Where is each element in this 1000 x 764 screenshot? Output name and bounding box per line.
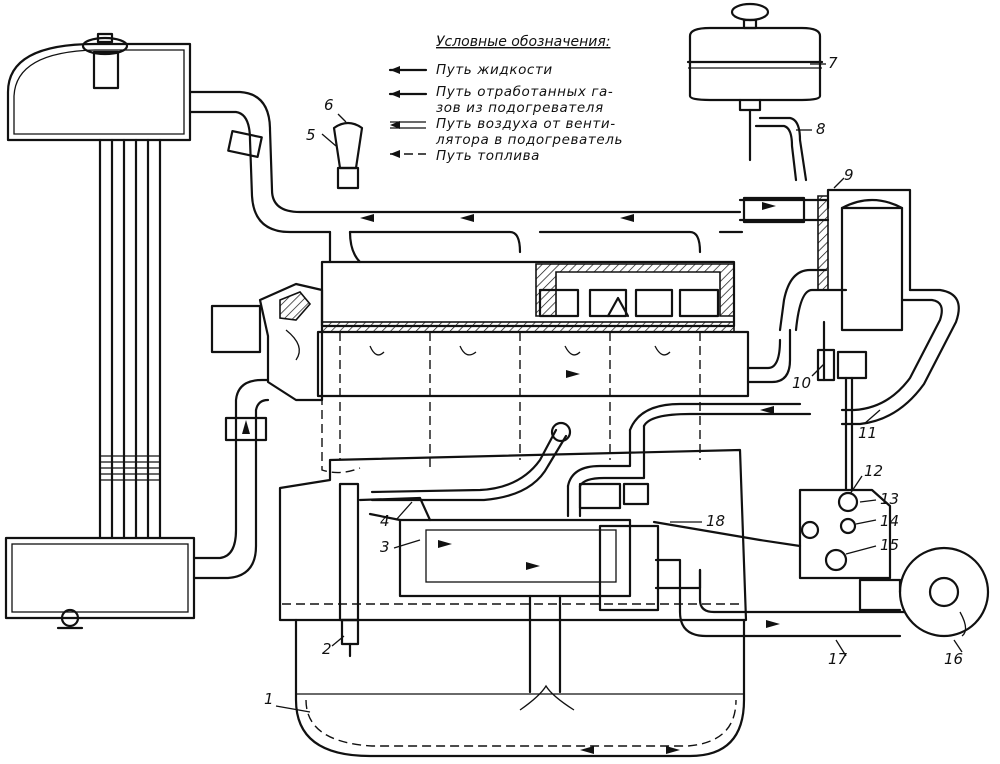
callout-4: 4 (380, 512, 390, 530)
legend-air: Путь воздуха от венти- лятора в подогрев… (390, 116, 623, 148)
legend-label-exhaust-1: Путь отработанных га- (436, 84, 613, 100)
legend-liquid: Путь жидкости (388, 62, 553, 78)
legend-exhaust: Путь отработанных га- зов из подогревате… (388, 84, 613, 116)
legend-title: Условные обозначения: (436, 34, 610, 50)
drain-valve-column (338, 482, 360, 658)
bleed-cock (332, 121, 364, 190)
legend-fuel: Путь топлива (390, 148, 540, 164)
radiator (4, 32, 196, 630)
callout-18: 18 (706, 512, 725, 530)
legend-label-air-1: Путь воздуха от венти- (436, 116, 616, 132)
fuel-lines (746, 320, 868, 492)
legend: Условные обозначения: Путь жидкости Путь… (388, 34, 623, 164)
upper-hose (188, 90, 744, 264)
callout-3: 3 (380, 538, 390, 556)
valves (538, 288, 720, 318)
callout-16: 16 (944, 650, 963, 668)
callout-5: 5 (306, 126, 316, 144)
heater-cylinder (738, 188, 960, 426)
water-pump (210, 282, 324, 402)
callout-9: 9 (844, 166, 854, 184)
legend-label-liquid: Путь жидкости (436, 62, 553, 78)
radiator-cap (81, 32, 129, 90)
air-duct (654, 558, 906, 638)
callout-12: 12 (864, 462, 883, 480)
callout-6: 6 (324, 96, 334, 114)
cylinder-dashes (321, 332, 701, 474)
blower-fan (858, 546, 990, 638)
callout-7: 7 (828, 54, 838, 72)
callout-14: 14 (880, 512, 899, 530)
legend-label-fuel: Путь топлива (436, 148, 540, 164)
callout-2: 2 (322, 640, 332, 658)
legend-label-air-2: лятора в подогреватель (435, 132, 623, 148)
callout-8: 8 (816, 120, 826, 138)
radiator-drain-cock (56, 608, 84, 630)
oil-sump (294, 618, 746, 758)
crankcase (278, 448, 748, 622)
callout-10: 10 (792, 374, 811, 392)
engine-block (316, 260, 750, 474)
callout-11: 11 (858, 424, 877, 442)
callouts: 1 2 3 4 5 6 7 8 9 10 11 12 13 14 15 16 1… (264, 54, 963, 713)
callout-13: 13 (880, 490, 899, 508)
radiator-core-tubes (98, 138, 162, 540)
coolant-pipe-to-preheater (370, 402, 812, 518)
control-panel (652, 488, 892, 580)
callout-1: 1 (264, 690, 274, 708)
coolant-jacket-flow-marks (369, 345, 671, 356)
legend-label-exhaust-2: зов из подогревателя (436, 100, 604, 116)
callout-15: 15 (880, 536, 899, 554)
callout-17: 17 (828, 650, 848, 668)
fuel-tank (686, 2, 824, 182)
preheater (358, 496, 660, 711)
lower-hose (192, 378, 270, 580)
flow-arrows (242, 202, 780, 754)
